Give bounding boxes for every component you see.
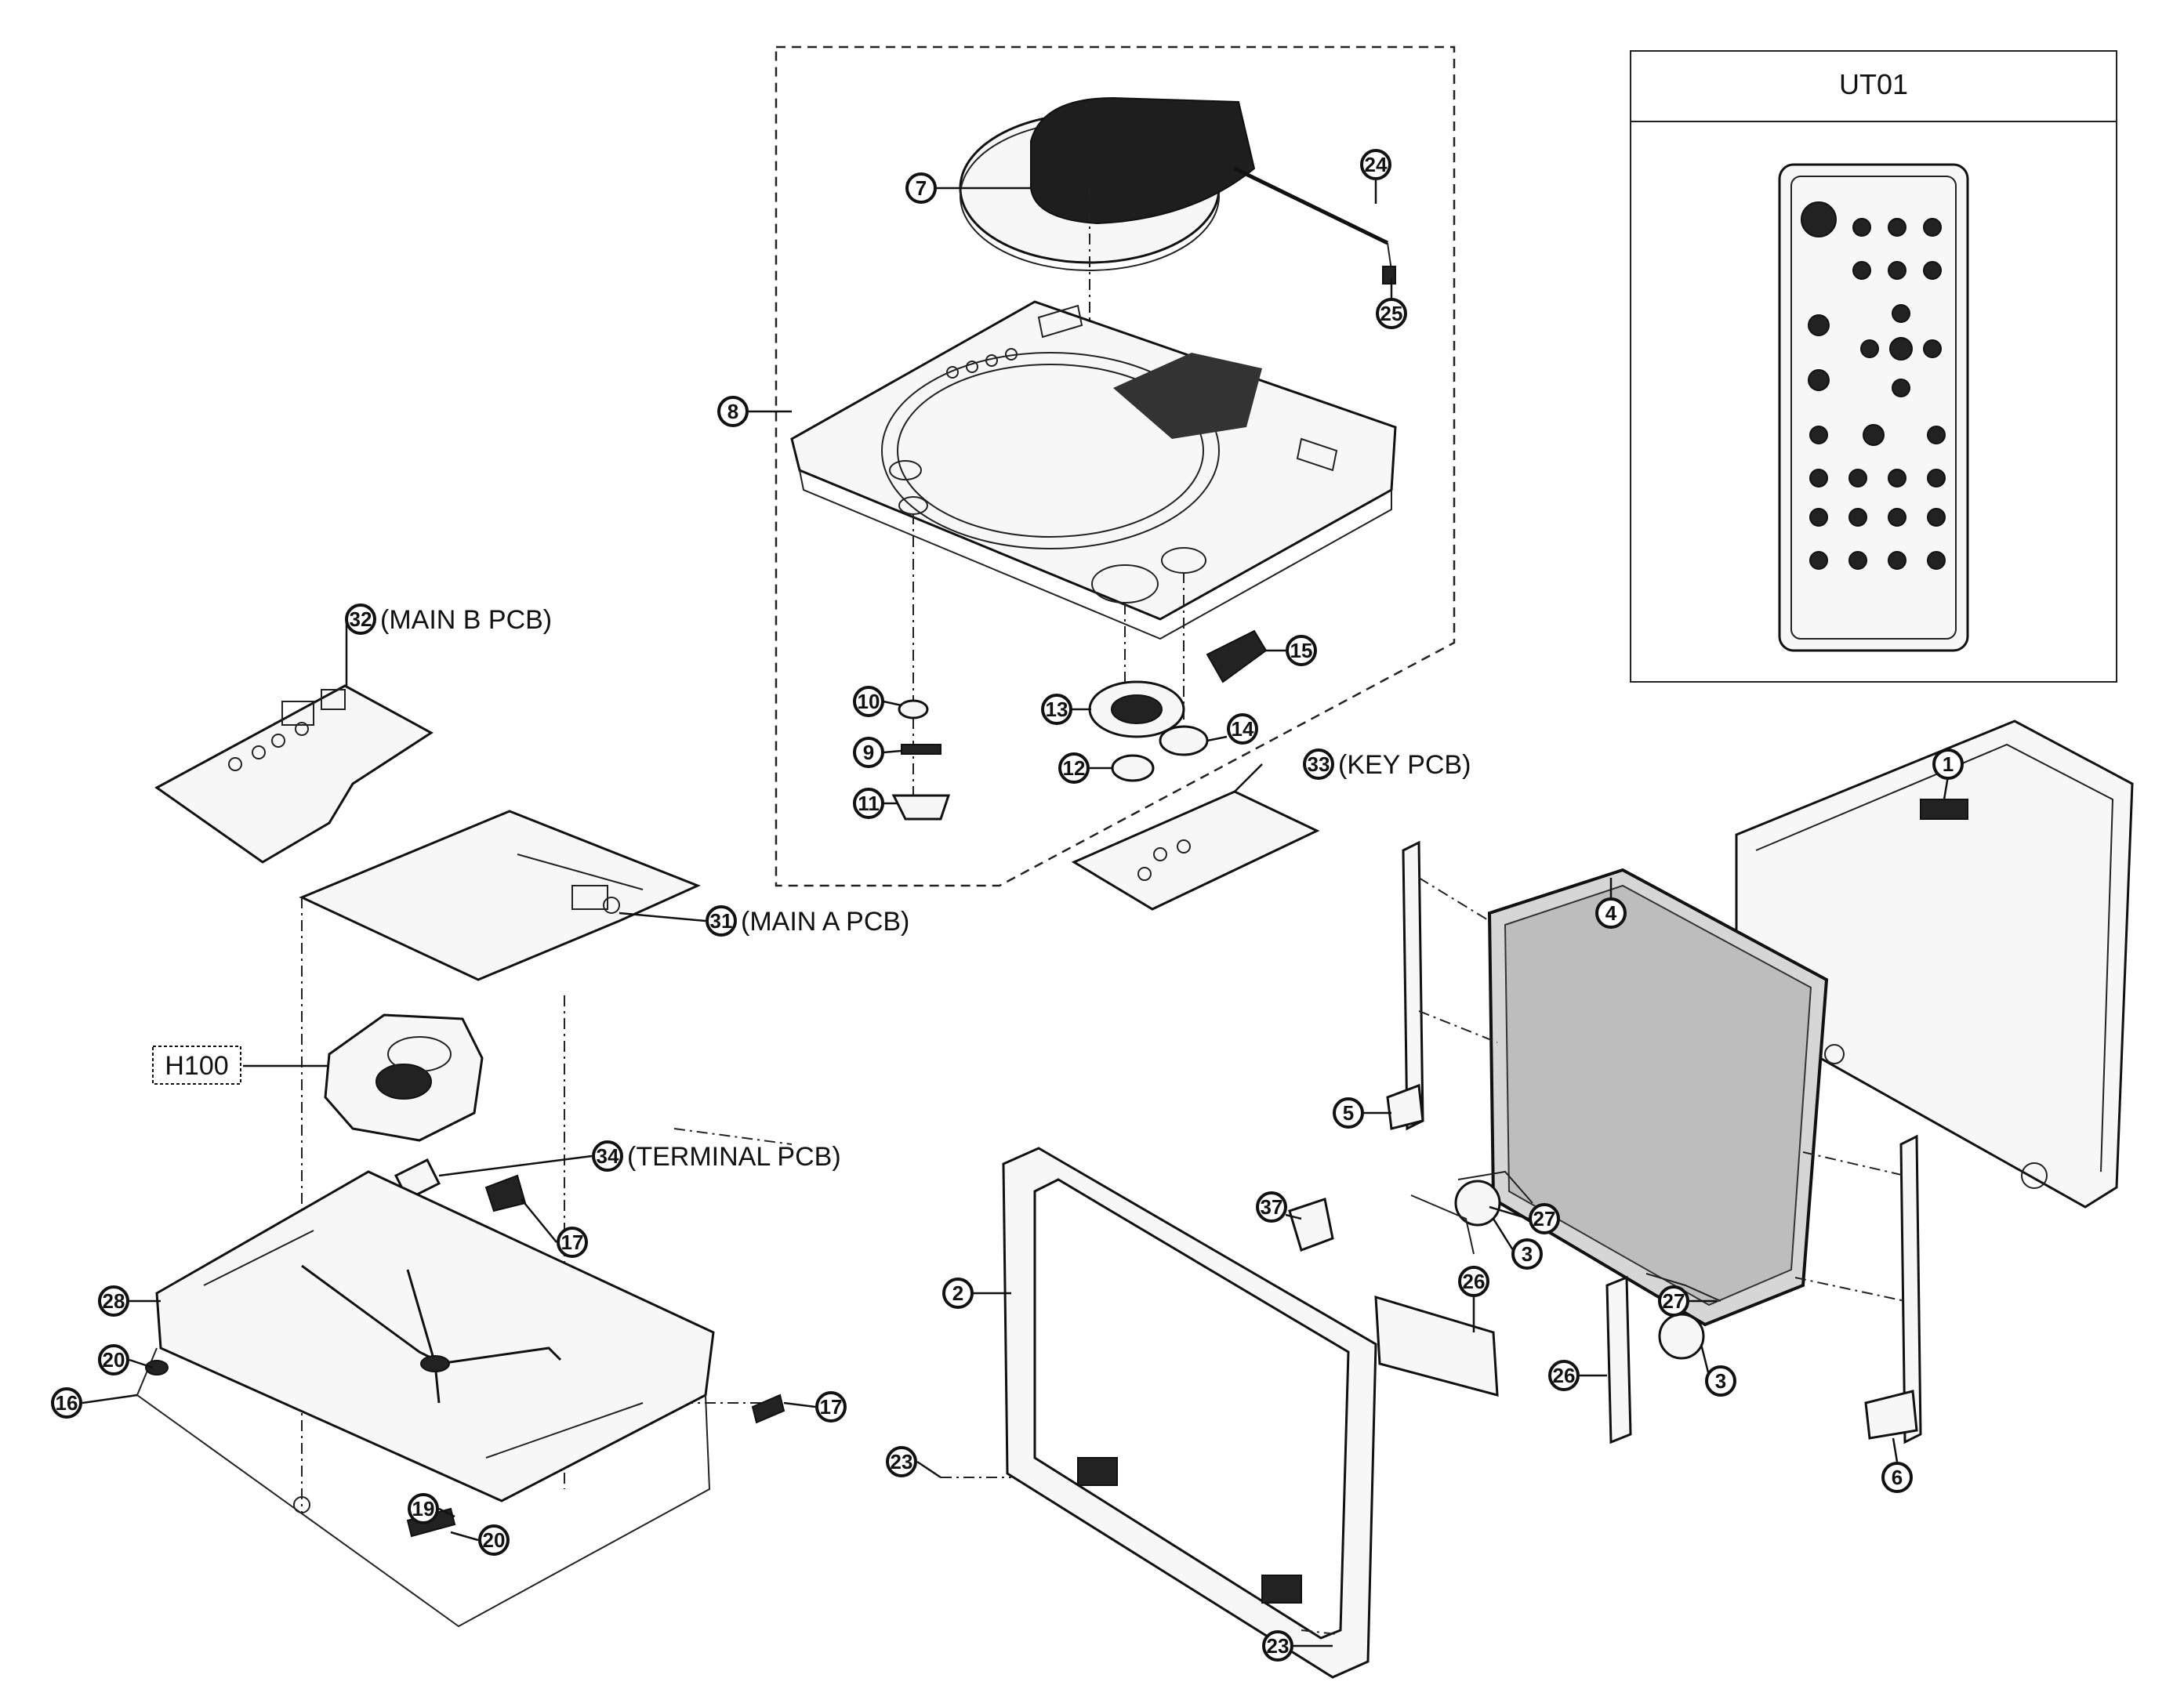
part-turntable-disc <box>959 96 1256 470</box>
svg-text:28: 28 <box>103 1289 125 1313</box>
callout-6: 6 <box>1881 1462 1913 1493</box>
top-cover-assembly-frame <box>775 45 1456 887</box>
svg-text:7: 7 <box>916 176 927 200</box>
svg-text:3: 3 <box>1522 1242 1533 1266</box>
svg-text:32: 32 <box>350 607 372 631</box>
label-terminal-pcb: (TERMINAL PCB) <box>627 1142 841 1172</box>
svg-text:5: 5 <box>1343 1101 1354 1125</box>
svg-text:27: 27 <box>1533 1207 1556 1231</box>
part-key-pcb <box>1071 790 1320 911</box>
svg-text:24: 24 <box>1365 153 1388 176</box>
callout-31: 31 <box>706 905 737 937</box>
svg-text:23: 23 <box>1267 1634 1290 1658</box>
svg-text:13: 13 <box>1046 698 1068 721</box>
svg-text:33: 33 <box>1308 752 1330 776</box>
label-h100: H100 <box>152 1046 241 1085</box>
svg-text:34: 34 <box>597 1144 619 1168</box>
svg-text:3: 3 <box>1715 1369 1726 1393</box>
svg-text:14: 14 <box>1232 717 1254 741</box>
callout-7: 7 <box>905 172 937 204</box>
callout-32: 32 <box>345 603 376 635</box>
callout-10: 10 <box>853 686 884 717</box>
callout-14: 14 <box>1227 713 1258 745</box>
callout-24: 24 <box>1360 149 1391 180</box>
svg-text:31: 31 <box>710 909 733 933</box>
part-h100-speaker <box>324 1013 484 1142</box>
svg-text:1: 1 <box>1943 752 1954 776</box>
callout-13: 13 <box>1041 694 1072 725</box>
svg-text:15: 15 <box>1290 639 1313 662</box>
svg-text:9: 9 <box>863 741 874 764</box>
callout-20a: 20 <box>98 1344 129 1375</box>
callout-17a: 17 <box>557 1227 588 1258</box>
part-chassis-base <box>136 1170 785 1628</box>
ut01-remote-box: UT01 <box>1630 50 2117 683</box>
svg-text:4: 4 <box>1605 901 1617 925</box>
callout-11: 11 <box>853 788 884 819</box>
callout-1: 1 <box>1932 748 1964 780</box>
svg-text:27: 27 <box>1663 1289 1685 1313</box>
part-top-cover-plate <box>790 300 1397 640</box>
svg-text:11: 11 <box>858 792 880 815</box>
svg-text:8: 8 <box>727 400 738 423</box>
callout-19: 19 <box>408 1493 439 1524</box>
svg-text:12: 12 <box>1063 756 1086 780</box>
svg-text:6: 6 <box>1892 1466 1903 1489</box>
callout-23b: 23 <box>1262 1630 1293 1662</box>
part-lcd-panel <box>1487 868 1829 1327</box>
label-key-pcb: (KEY PCB) <box>1338 750 1471 780</box>
part-internal-components <box>941 1170 1721 1635</box>
label-main-a-pcb: (MAIN A PCB) <box>741 907 909 937</box>
svg-text:25: 25 <box>1380 302 1403 325</box>
part-rod-and-screw <box>1233 166 1396 285</box>
part-front-bezel <box>1002 1147 1377 1679</box>
callout-2: 2 <box>942 1278 974 1309</box>
svg-text:20: 20 <box>483 1528 506 1552</box>
callout-15: 15 <box>1286 635 1317 666</box>
callout-12: 12 <box>1058 752 1090 784</box>
svg-text:2: 2 <box>952 1281 963 1305</box>
callout-37: 37 <box>1256 1191 1287 1223</box>
callout-26a: 26 <box>1458 1266 1489 1297</box>
ut01-title: UT01 <box>1839 68 1908 100</box>
callout-23a: 23 <box>886 1446 917 1477</box>
svg-text:37: 37 <box>1261 1195 1283 1219</box>
part-side-brackets <box>1386 840 1922 1444</box>
svg-text:23: 23 <box>891 1450 913 1473</box>
callout-16: 16 <box>51 1387 82 1419</box>
svg-text:17: 17 <box>820 1395 843 1419</box>
callout-20b: 20 <box>478 1524 510 1556</box>
callout-34: 34 <box>592 1140 623 1172</box>
part-main-a-pcb <box>299 810 701 981</box>
svg-text:17: 17 <box>561 1231 584 1254</box>
part-main-b-pcb <box>154 684 434 864</box>
callout-17b: 17 <box>815 1391 847 1423</box>
callout-26b: 26 <box>1548 1360 1580 1391</box>
callout-25: 25 <box>1376 298 1407 329</box>
label-main-b-pcb: (MAIN B PCB) <box>380 605 552 635</box>
leader-lines <box>82 180 1950 1647</box>
callout-5: 5 <box>1333 1097 1364 1129</box>
svg-text:20: 20 <box>103 1348 125 1372</box>
remote-control <box>1778 163 1969 652</box>
callout-9: 9 <box>853 737 884 768</box>
callout-3a: 3 <box>1511 1238 1543 1270</box>
svg-text:H100: H100 <box>165 1051 228 1081</box>
callout-3b: 3 <box>1705 1365 1736 1397</box>
callout-4: 4 <box>1595 897 1627 929</box>
callout-28: 28 <box>98 1285 129 1317</box>
svg-text:19: 19 <box>412 1497 435 1520</box>
svg-text:16: 16 <box>56 1391 78 1415</box>
svg-text:26: 26 <box>1463 1270 1486 1293</box>
callout-27b: 27 <box>1658 1285 1689 1317</box>
svg-text:26: 26 <box>1553 1364 1576 1387</box>
callout-27a: 27 <box>1529 1203 1560 1234</box>
svg-text:10: 10 <box>858 690 880 713</box>
callout-8: 8 <box>717 396 749 427</box>
part-knobs-and-rings <box>891 513 1268 821</box>
callout-33: 33 <box>1303 748 1334 780</box>
